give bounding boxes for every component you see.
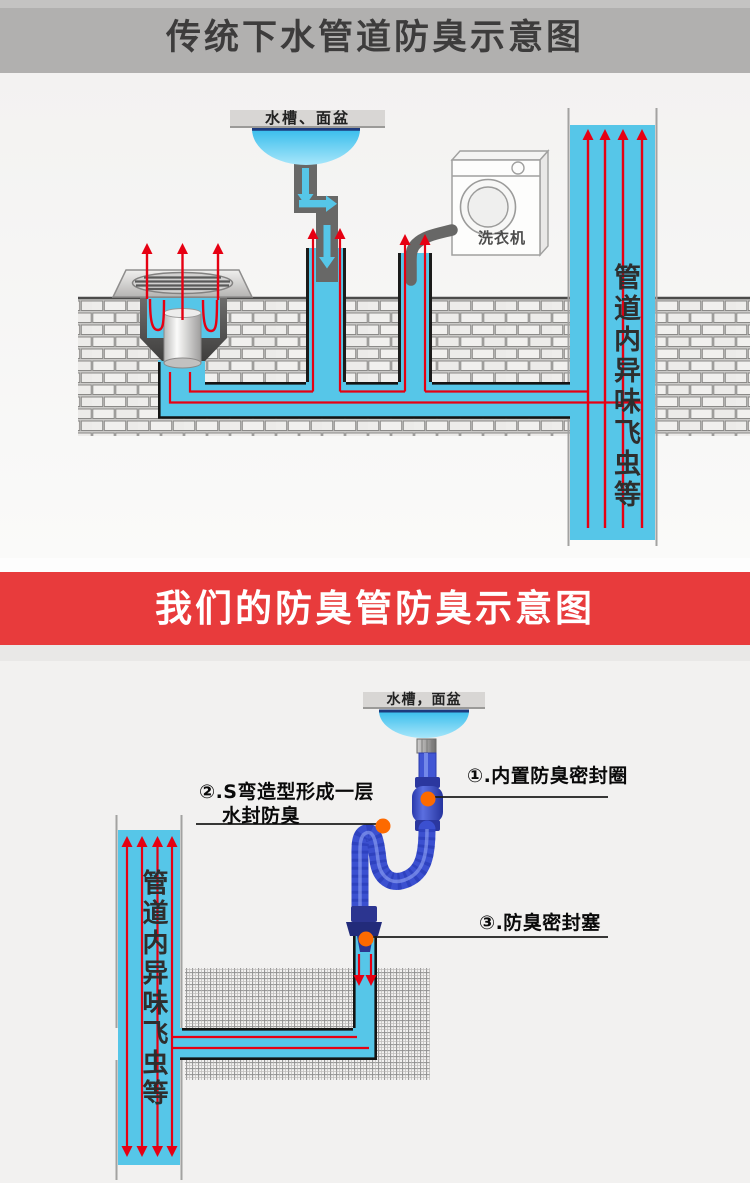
water-flow-arrows: [297, 168, 337, 269]
riser-label-bottom: 管道内异味飞虫等: [138, 869, 168, 1109]
annotation-1-label: ①.内置防臭密封圈: [467, 765, 628, 787]
underground-pipe-top: [158, 360, 642, 419]
floor-drain-illustration: [111, 243, 254, 369]
odorproof-drain-diagram: [115, 709, 608, 1180]
deep-seal-cup: [163, 312, 202, 364]
sink-label-top: 水槽、面盆: [230, 110, 385, 128]
annotation-2-label-line2: 水封防臭: [222, 805, 301, 827]
banner-band: [0, 572, 750, 645]
traditional-drain-diagram: [78, 108, 750, 546]
washer-dial-icon: [511, 161, 525, 175]
washer-drain-hose: [405, 224, 458, 286]
riser-label-top: 管道内异味飞虫等: [609, 263, 640, 511]
s-bend-hose: [351, 820, 436, 915]
annotation-3-label: ③.防臭密封塞: [479, 912, 601, 934]
annotation-dot-2: [375, 818, 391, 834]
mesh-floor: [185, 968, 430, 1080]
annotation-2-label-line1: ②.S弯造型形成一层: [199, 781, 374, 803]
sink-basin-top: [252, 127, 360, 165]
banner-title: 我们的防臭管防臭示意图: [155, 587, 595, 630]
washing-machine-illustration: [405, 149, 550, 286]
sink-label-bottom: 水槽，面盆: [363, 692, 485, 709]
washer-label: 洗衣机: [478, 229, 527, 247]
odor-loop-arrows: [141, 243, 224, 333]
riser-odor-arrows-top: [582, 129, 648, 528]
annotation-pointers: [196, 791, 608, 947]
riser-odor-arrows-bottom: [121, 836, 178, 1157]
sink-standpipe: [294, 163, 346, 392]
top-section-title: 传统下水管道防臭示意图: [165, 18, 584, 58]
annotation-dot-1: [420, 791, 436, 807]
washer-pipe-arrows: [399, 234, 431, 392]
top-title-band: [0, 8, 750, 73]
annotation-dot-3: [358, 931, 374, 947]
sink-basin-bottom: [379, 709, 469, 738]
tailpiece-nut: [416, 738, 437, 754]
underground-pipe-bottom: [171, 936, 377, 1060]
riser-pipe-bottom: [115, 815, 183, 1180]
